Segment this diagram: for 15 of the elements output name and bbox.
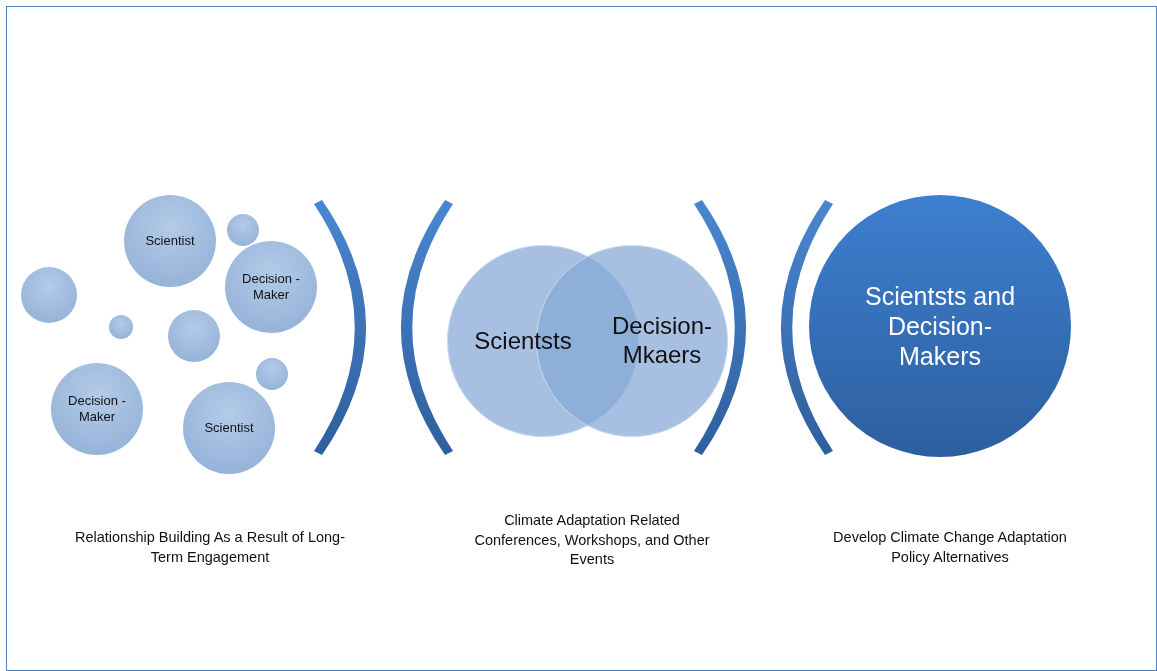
bubble: [256, 358, 288, 390]
bracket: [400, 200, 453, 455]
bubble: Decision -Maker: [51, 363, 143, 455]
bubble: Decision -Maker: [225, 241, 317, 333]
stage-caption: Develop Climate Change Adaptation Policy Alternatives: [832, 528, 1068, 567]
stage-caption: Relationship Building As a Result of Long-Term Engagement: [74, 528, 346, 567]
bubble: [21, 267, 77, 323]
bracket: [314, 200, 367, 455]
bubble: [109, 315, 133, 339]
bracket: [780, 200, 833, 455]
bubble: Scientist: [183, 382, 275, 474]
bubble: [168, 310, 220, 362]
bubble: Scientist: [124, 195, 216, 287]
bubble: [227, 214, 259, 246]
stage-caption: Climate Adaptation Related Conferences, Workshops, and Other Events: [473, 511, 711, 570]
